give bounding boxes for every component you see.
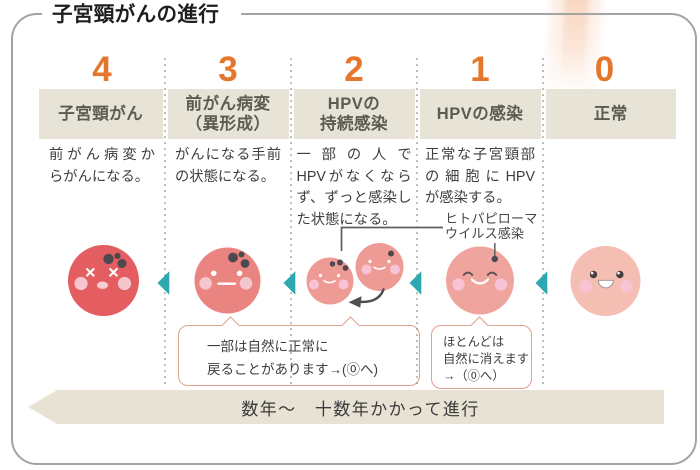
callout-revert-to-normal: 一部は自然に正常に戻ることがあります→(⓪へ) — [178, 315, 420, 386]
callout-text: 一部は自然に正常に戻ることがあります→(⓪へ) — [207, 339, 378, 377]
stage-header-1: HPVの感染 — [419, 89, 541, 139]
page-title: 子宮頸がんの進行 — [42, 1, 242, 28]
stage-header-0: 正常 — [545, 89, 676, 139]
stage-header-2: HPVの持続感染 — [293, 89, 415, 139]
diagram-frame — [11, 13, 697, 465]
virus-label: ヒトパピローマウイルス感染 — [445, 211, 538, 241]
stage-description-4: 前がん病変からがんになる。 — [49, 147, 155, 185]
stage-number-3: 3 — [218, 50, 238, 89]
stage-number-1: 1 — [470, 50, 490, 89]
stage-header-4: 子宮頸がん — [39, 89, 163, 139]
stage-number-0: 0 — [594, 50, 615, 89]
callout-disappear-naturally: ほとんどは自然に消えます→（⓪へ） — [431, 315, 532, 389]
stage-description-3: がんになる手前の状態になる。 — [175, 147, 281, 185]
progression-duration-banner: 数年〜 十数年かかって進行 — [28, 390, 664, 424]
stage-number-4: 4 — [92, 50, 112, 89]
stage-header-3: 前がん病変（異形成） — [167, 89, 289, 139]
banner-text: 数年〜 十数年かかって進行 — [241, 399, 480, 419]
callout-text: ほとんどは自然に消えます→（⓪へ） — [443, 335, 530, 383]
stage-number-2: 2 — [344, 50, 364, 89]
